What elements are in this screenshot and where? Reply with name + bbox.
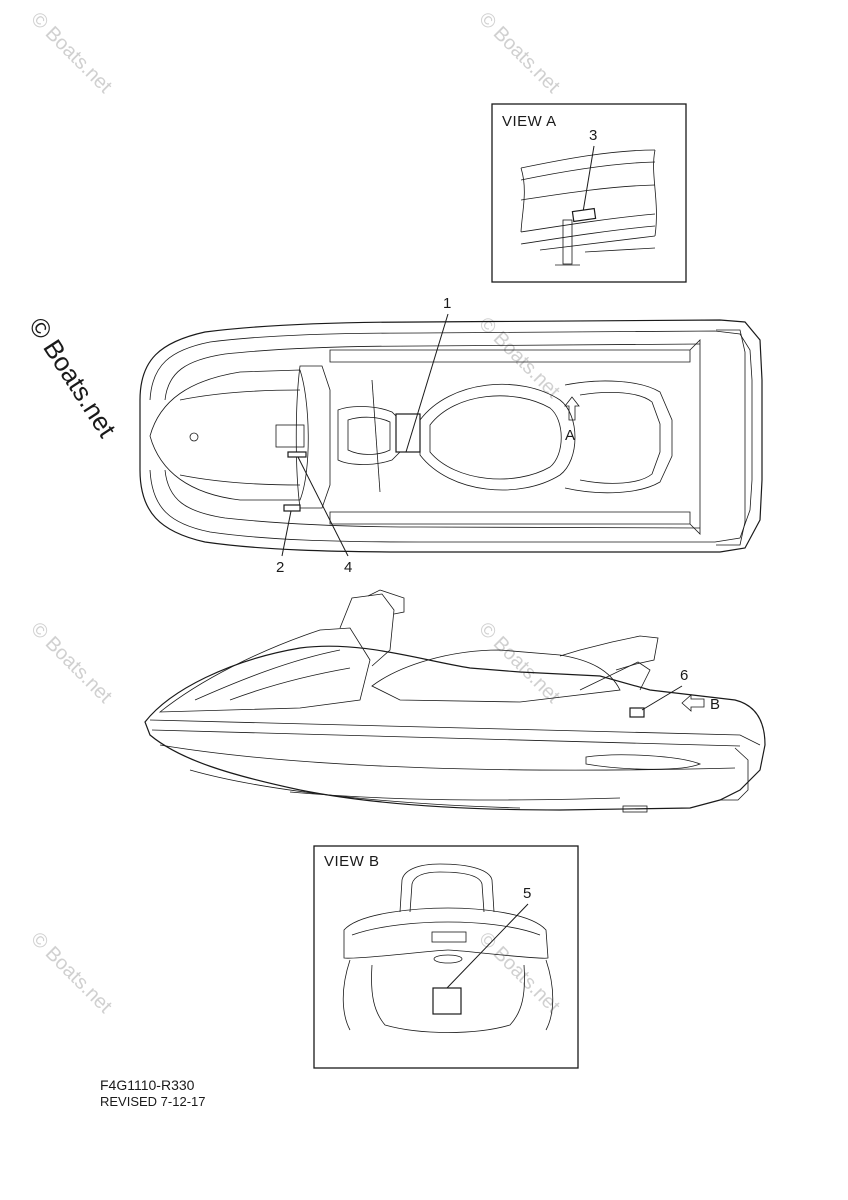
top-seat: [429, 395, 562, 480]
decal-2: [283, 504, 301, 512]
view-a-hull-line: [520, 161, 656, 181]
watermark: © Boats.net: [26, 618, 116, 708]
decal-3: [571, 207, 597, 223]
side-bow-deck: [229, 667, 351, 701]
side-gunwale: [151, 729, 741, 747]
view-a-hull-line: [520, 213, 656, 233]
leader-line-6: [641, 685, 683, 711]
side-steering-grip: [367, 589, 405, 615]
top-bow: [149, 369, 309, 501]
view-a-hull-line: [520, 184, 656, 201]
watermark-dark: © Boats.net: [23, 312, 123, 443]
arrow-b-icon: [681, 694, 705, 712]
arrow-a-icon: [564, 396, 580, 421]
side-view: 6 B: [144, 589, 766, 813]
side-stern-step: [622, 805, 648, 813]
top-hull-rail: [164, 469, 701, 529]
view-a-frame: [491, 103, 687, 283]
leader-line-1: [405, 313, 449, 453]
callout-4: 4: [344, 559, 352, 576]
side-intake: [585, 754, 702, 770]
decal-4: [287, 451, 307, 458]
callout-1: 1: [443, 295, 451, 312]
top-hull-outline: [139, 319, 763, 553]
view-b-hull: [342, 959, 554, 1031]
side-strake: [289, 791, 621, 801]
callout-2: 2: [276, 559, 284, 576]
revised-date: REVISED 7-12-17: [100, 1094, 206, 1109]
side-gunwale: [149, 719, 761, 746]
decal-6: [629, 707, 645, 718]
top-steering-inner: [347, 416, 391, 455]
top-bow-hatch: [275, 424, 305, 448]
side-bow-deck: [194, 649, 341, 701]
view-b-vent: [433, 954, 463, 964]
view-b-handle: [399, 863, 495, 913]
watermark: © Boats.net: [26, 928, 116, 1018]
view-b-title: VIEW B: [324, 853, 380, 870]
top-hull-rail: [164, 343, 701, 401]
top-bar: [371, 379, 381, 493]
arrow-b-label: B: [710, 696, 720, 713]
side-seat-back: [559, 635, 659, 671]
view-a-title: VIEW A: [502, 113, 557, 130]
view-b-hull: [371, 964, 525, 1033]
side-hull-outline: [144, 645, 766, 811]
view-b-frame: [313, 845, 579, 1069]
view-b-handle: [409, 871, 485, 913]
side-seat: [371, 649, 621, 703]
leader-line-4: [297, 456, 349, 557]
watermark: © Boats.net: [474, 618, 564, 708]
top-bow-hole: [189, 432, 199, 442]
top-stern-deck: [579, 391, 661, 484]
callout-3: 3: [589, 127, 597, 144]
view-a-hull-line: [520, 225, 656, 245]
view-b-body: [343, 907, 549, 959]
top-steering: [337, 406, 401, 465]
top-handlebar: [295, 365, 331, 509]
top-seat: [419, 383, 576, 491]
watermark: © Boats.net: [26, 8, 116, 98]
view-a-hull-line: [584, 247, 656, 253]
part-code: F4G1110-R330: [100, 1077, 195, 1093]
view-a-hull-line: [539, 235, 656, 251]
callout-6: 6: [680, 667, 688, 684]
view-b-body: [351, 921, 541, 936]
callout-5: 5: [523, 885, 531, 902]
watermark-layer: © Boats.net © Boats.net © Boats.net © Bo…: [26, 8, 564, 1018]
watermark: © Boats.net: [474, 928, 564, 1018]
top-hull-rail: [149, 330, 753, 543]
side-bow-deck: [158, 627, 371, 713]
view-a-hull-edge: [520, 167, 525, 233]
side-gunwale: [159, 744, 736, 771]
top-bow-line: [179, 389, 301, 401]
arrow-a-label: A: [565, 427, 575, 444]
watermark: © Boats.net: [474, 313, 564, 403]
top-bow-line: [179, 474, 301, 486]
decal-5: [432, 987, 462, 1015]
view-b-grip: [431, 931, 467, 943]
top-stern-block: [716, 329, 746, 546]
top-view: A 1 2 4: [139, 295, 763, 576]
view-a-hull-edge: [653, 149, 657, 237]
leader-line-2: [281, 510, 292, 557]
top-footwell: [329, 349, 691, 363]
side-stern: [720, 747, 749, 801]
top-stern-deck: [564, 380, 673, 494]
view-a-hull-line: [520, 149, 656, 169]
view-b-panel: VIEW B 5: [313, 845, 579, 1069]
view-a-panel: VIEW A 3: [491, 103, 687, 283]
view-a-post: [562, 219, 573, 265]
watermark: © Boats.net: [474, 8, 564, 98]
top-stern-rail: [689, 339, 701, 535]
top-footwell: [329, 511, 691, 525]
side-steering: [339, 593, 395, 667]
leader-line-3: [582, 145, 595, 213]
side-seat-back: [579, 661, 651, 691]
leader-line-5: [446, 903, 529, 989]
